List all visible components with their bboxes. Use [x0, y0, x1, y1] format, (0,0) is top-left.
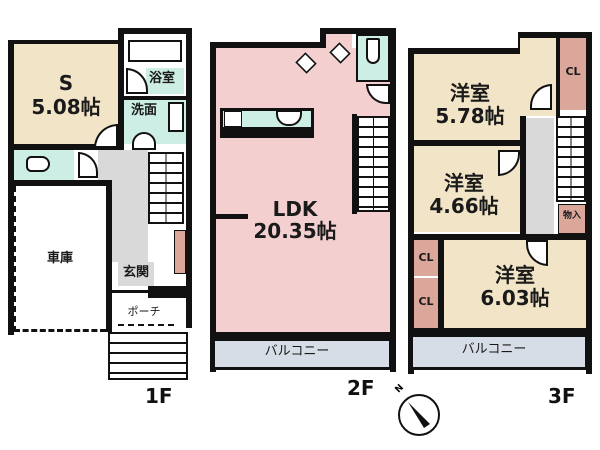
- closet-3-label: CL: [418, 295, 434, 308]
- garage: [14, 186, 106, 332]
- wall: [8, 144, 120, 150]
- hall: [98, 150, 148, 180]
- s-room-size: 5.08帖: [31, 95, 101, 119]
- closet-3: [414, 278, 438, 328]
- staircase: [357, 116, 390, 212]
- western-room-3: [444, 240, 586, 328]
- wall: [438, 240, 444, 330]
- wall: [320, 28, 326, 50]
- sink-icon: [276, 110, 302, 126]
- balcony-2f: [212, 338, 392, 370]
- bathtub: [128, 40, 182, 62]
- s-room-name: S: [58, 71, 74, 95]
- entrance: [118, 262, 154, 286]
- wall: [414, 234, 588, 240]
- wall: [408, 328, 592, 334]
- wall: [220, 130, 314, 138]
- staircase: [148, 152, 184, 224]
- porch-label: ポーチ: [127, 305, 161, 318]
- floor-label-1f: 1F: [145, 384, 173, 408]
- north-arrow-icon: [408, 402, 430, 428]
- western-room-1-size: 5.78帖: [435, 104, 505, 128]
- hall: [526, 118, 554, 236]
- wall: [148, 286, 190, 298]
- western-room-1-name: 洋室: [450, 81, 490, 105]
- porch: [118, 300, 174, 326]
- closet-2: [414, 240, 438, 276]
- wall: [8, 40, 120, 44]
- staircase: [556, 116, 586, 202]
- s-room: [14, 44, 118, 146]
- wall: [556, 38, 560, 116]
- wall: [390, 28, 396, 372]
- toilet-icon: [366, 38, 380, 64]
- wall: [112, 290, 148, 293]
- closet-1-label: CL: [565, 65, 581, 78]
- ldk-size: 20.35帖: [253, 219, 337, 243]
- wall: [106, 182, 112, 332]
- wall: [210, 42, 322, 48]
- wall: [518, 32, 590, 38]
- wall: [414, 140, 524, 146]
- wall: [8, 40, 14, 335]
- washbasin-icon: [168, 102, 184, 132]
- floor-label-3f: 3F: [548, 384, 576, 408]
- wall: [320, 28, 396, 34]
- stove-icon: [224, 111, 242, 127]
- wall: [410, 48, 520, 54]
- front-steps: [108, 332, 188, 380]
- storage-label: 物入: [562, 211, 581, 221]
- compass: [398, 394, 440, 436]
- wall: [118, 28, 192, 34]
- balcony-2f-label: バルコニー: [264, 344, 330, 359]
- balcony-3f: [410, 334, 588, 370]
- wall: [210, 332, 396, 338]
- wall: [408, 48, 414, 374]
- western-room-1: [414, 54, 520, 140]
- shoe-closet: [174, 230, 186, 274]
- toilet-door-icon: [78, 152, 98, 178]
- western-room-3-name: 洋室: [495, 263, 535, 287]
- bath: [146, 68, 184, 94]
- wall: [216, 214, 248, 219]
- closet-1: [560, 38, 586, 110]
- entrance-label: 玄関: [122, 265, 149, 280]
- wall: [124, 96, 188, 100]
- closet-2-label: CL: [418, 251, 434, 264]
- toilet-icon: [26, 156, 50, 172]
- wall: [520, 116, 526, 236]
- washroom-label: 洗面: [130, 103, 157, 118]
- wall: [210, 42, 216, 372]
- balcony-3f-label: バルコニー: [461, 342, 527, 357]
- floor-label-2f: 2F: [347, 376, 375, 400]
- western-room-2-size: 4.66帖: [429, 194, 499, 218]
- wall: [186, 28, 192, 328]
- ldk-name: LDK: [272, 197, 318, 221]
- wall: [586, 32, 592, 374]
- western-room-2-name: 洋室: [444, 171, 484, 195]
- western-room-3-size: 6.03帖: [480, 286, 550, 310]
- bath-label: 浴室: [148, 71, 175, 86]
- garage-label: 車庫: [46, 251, 73, 266]
- wall: [118, 28, 124, 158]
- washroom-door-icon: [132, 132, 156, 150]
- wall: [8, 180, 112, 186]
- storage: [558, 204, 586, 234]
- wall: [352, 114, 357, 214]
